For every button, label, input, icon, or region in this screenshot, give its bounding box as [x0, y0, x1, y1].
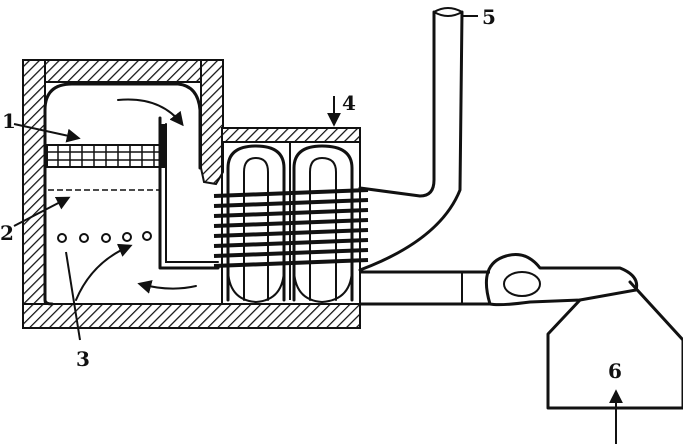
label-6: 6: [608, 359, 622, 383]
chamber-left-wall: [43, 108, 54, 306]
outlet-pipe: [358, 7, 464, 272]
label-2-leader: [13, 196, 71, 227]
exhaust-duct: [360, 270, 490, 306]
label-1: 1: [2, 109, 16, 133]
heat-exchanger: [213, 141, 369, 305]
label-4: 4: [342, 91, 356, 115]
flow-arrow-top: [117, 98, 184, 127]
label-3-leader: [65, 251, 81, 341]
exchanger-top-plate: [221, 127, 361, 143]
label-2: 2: [0, 221, 14, 245]
label-1-leader: [13, 123, 81, 143]
flow-arrow-up: [75, 243, 133, 301]
label-5: 5: [482, 5, 496, 29]
nozzle-row: [57, 231, 152, 243]
flow-arrow-bottom: [137, 280, 197, 294]
grate: [46, 124, 166, 168]
combustion-chamber: [43, 82, 202, 170]
blower: [484, 253, 639, 307]
label-3: 3: [76, 347, 90, 371]
baffle-inner-line: [165, 123, 219, 263]
